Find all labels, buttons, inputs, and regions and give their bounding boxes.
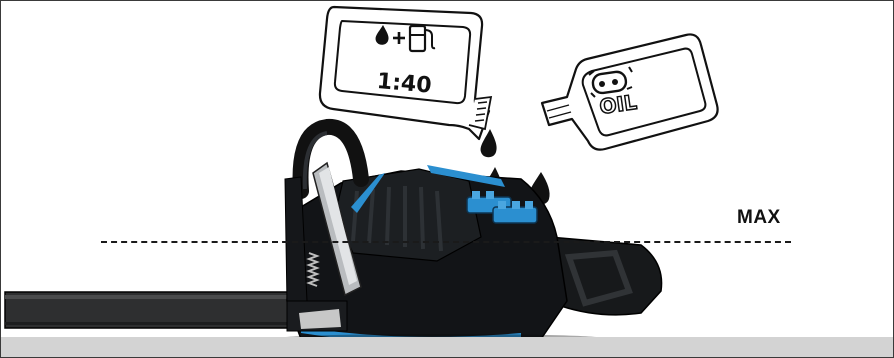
fuel-drop-icon [481,129,497,157]
oil-label: OIL [598,90,638,119]
max-fill-line [101,241,791,243]
floor-band [1,337,893,358]
max-label: MAX [737,207,781,229]
chainsaw-icon [5,127,662,343]
fuel-ratio-label: 1:40 [376,69,433,99]
